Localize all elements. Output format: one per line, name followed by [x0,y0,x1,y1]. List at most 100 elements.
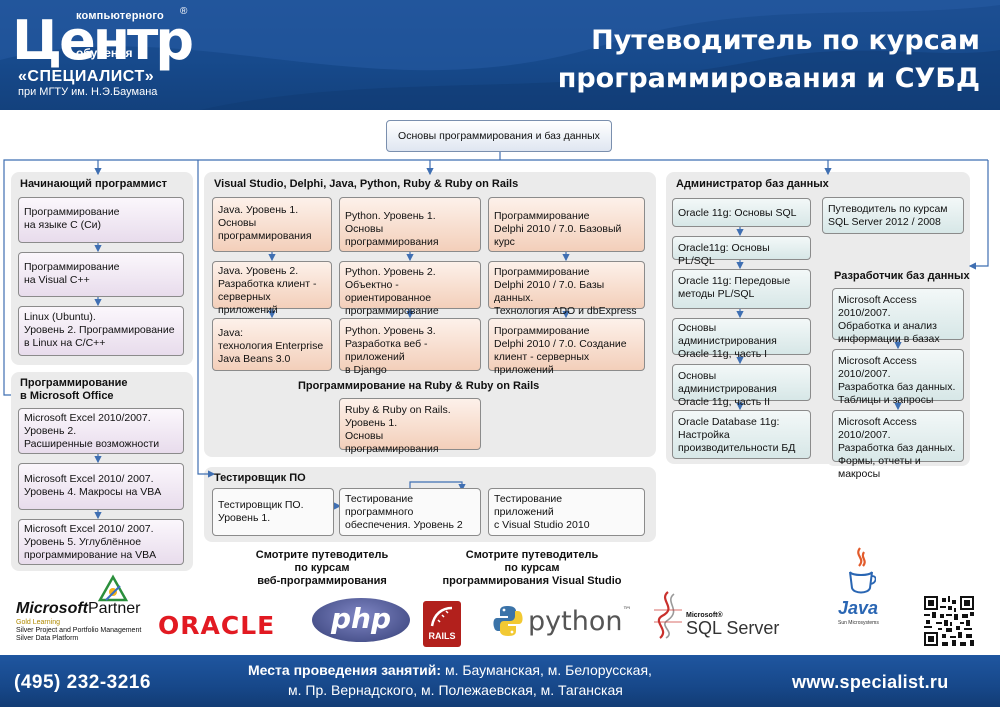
logo-mid-text: обучения [76,46,133,60]
website-link[interactable]: www.specialist.ru [792,672,949,692]
course-excel-level4[interactable]: Microsoft Excel 2010/ 2007. Уровень 4. М… [18,463,184,510]
qr-code-icon[interactable] [924,596,974,646]
course-access-tables-queries[interactable]: Microsoft Access 2010/2007. Разработка б… [832,349,964,406]
course-line: Программирование [494,210,590,222]
ref-line: Смотрите путеводитель [465,549,599,561]
course-line: Уровень 2. [24,425,77,437]
logo-subtitle: при МГТУ им. Н.Э.Баумана [18,86,158,98]
web-guide-link[interactable]: Смотрите путеводитель по курсам веб-прог… [234,549,410,588]
course-line: Тестирование [345,493,414,505]
oracle-logo: ORACLE [158,611,276,640]
course-line: методы PL/SQL [678,288,755,300]
course-line: Разработка баз данных. [838,442,956,454]
languages-title: Visual Studio, Delphi, Java, Python, Rub… [214,178,519,190]
specialist-logo[interactable]: Центр компьютерного обучения ® «СПЕЦИАЛИ… [12,6,212,106]
course-oracle-tuning[interactable]: Oracle Database 11g: Настройка производи… [672,410,811,459]
venues-list-1: м. Бауманская, м. Белорусская, [441,662,652,678]
course-ruby-level1[interactable]: Ruby & Ruby on Rails. Уровень 1. Основы … [339,398,481,455]
course-oracle-admin-2[interactable]: Основы администрирования Oracle 11g, час… [672,364,811,408]
course-c-language[interactable]: Программирование на языке С (Си) [18,197,184,243]
course-line: Microsoft Access 2010/2007. [838,355,917,380]
sql-server-ms-label: Microsoft® [686,612,723,619]
course-line: на Visual C++ [24,274,90,286]
course-line: производительности БД [678,442,796,454]
venues-line-1: Места проведения занятий: м. Бауманская,… [248,662,652,678]
course-oracle-admin-1[interactable]: Основы администрирования Oracle 11g, час… [672,318,811,360]
course-visual-cpp[interactable]: Программирование на Visual C++ [18,252,184,297]
course-line: Ruby & Ruby on Rails. [345,404,451,416]
python-word: python [528,606,623,637]
course-line: Oracle 11g: Основы SQL [678,207,797,219]
course-oracle-advanced-plsql[interactable]: Oracle 11g: Передовые методы PL/SQL [672,269,811,309]
course-line: серверных приложений [218,291,278,316]
ms-partner: Partner [88,600,141,617]
course-line: Delphi 2010 / 7.0. Базы данных. [494,279,605,304]
course-line: Разработка веб - приложений [345,338,428,363]
partner-network-icon [97,574,129,602]
course-java-level1[interactable]: Java. Уровень 1. Основы программирования [212,197,332,252]
course-line: Настройка [678,429,730,441]
logo-wordmark: Центр [12,9,194,72]
course-java-ejb[interactable]: Java: технология Enterprise Java Beans 3… [212,318,332,371]
office-title: Программирование в Microsoft Office [20,377,128,403]
course-line: Linux (Ubuntu). [24,311,96,323]
course-line: Путеводитель по курсам [828,203,948,215]
title-line-1: Путеводитель по курсам [591,25,980,56]
course-line: Oracle Database 11g: [678,416,780,428]
visual-studio-guide-link[interactable]: Смотрите путеводитель по курсам программ… [424,549,640,588]
beginner-title: Начинающий программист [20,178,167,190]
course-java-level2[interactable]: Java. Уровень 2. Разработка клиент - сер… [212,261,332,316]
course-testing-visual-studio[interactable]: Тестирование приложений с Visual Studio … [488,488,645,536]
sql-server-logo: SQL Server [686,618,780,638]
tester-title: Тестировщик ПО [214,472,306,484]
venues-line-2: м. Пр. Вернадского, м. Полежаевская, м. … [288,682,623,698]
course-delphi-databases[interactable]: Программирование Delphi 2010 / 7.0. Базы… [488,261,645,317]
course-line: программирования [218,230,312,242]
course-excel-level2[interactable]: Microsoft Excel 2010/2007. Уровень 2. Ра… [18,408,184,454]
course-delphi-client-server[interactable]: Программирование Delphi 2010 / 7.0. Созд… [488,318,645,376]
header-swirl-decoration [0,0,1000,110]
venues-label: Места проведения занятий: [248,662,442,678]
course-python-level1[interactable]: Python. Уровень 1. Основы программирован… [339,197,481,252]
course-line: Delphi 2010 / 7.0. Создание [494,338,627,350]
course-access-analysis[interactable]: Microsoft Access 2010/2007. Обработка и … [832,288,964,358]
course-line: Основы программирования [345,430,439,455]
course-line: Microsoft Excel 2010/ 2007. [24,523,154,535]
php-logo: php [312,598,410,642]
course-line: Oracle 11g, часть I [678,348,768,360]
course-line: Python. Уровень 1. [345,210,436,222]
header-banner: Центр компьютерного обучения ® «СПЕЦИАЛИ… [0,0,1000,110]
course-line: Python. Уровень 2. [345,266,436,278]
rails-rail-icon [430,606,453,627]
course-excel-level5[interactable]: Microsoft Excel 2010/ 2007. Уровень 5. У… [18,519,184,565]
course-line: Oracle11g: Основы PL/SQL [678,242,770,267]
course-line: Уровень 1. [345,417,398,429]
ref-line: программирования Visual Studio [442,575,622,587]
course-delphi-basic[interactable]: Программирование Delphi 2010 / 7.0. Базо… [488,197,645,252]
course-testing-level2[interactable]: Тестирование программного обеспечения. У… [339,488,481,536]
course-line: Microsoft Access 2010/2007. [838,294,917,319]
sql-server-guide-link[interactable]: Путеводитель по курсам SQL Server 2012 /… [822,197,964,234]
java-cup-icon [849,547,876,594]
course-linux-ubuntu[interactable]: Linux (Ubuntu). Уровень 2. Программирова… [18,306,184,356]
course-python-level2[interactable]: Python. Уровень 2. Объектно - ориентиров… [339,261,481,317]
course-line: программирование [345,305,439,317]
java-sub-label: Sun Microsystems [838,620,879,626]
logo-name: «СПЕЦИАЛИСТ» [18,68,155,85]
course-line: Oracle 11g, часть II [678,396,771,408]
course-line: Основы [218,217,257,229]
course-line: Уровень 5. Углублённое [24,536,142,548]
ms-brand: Microsoft [16,600,88,617]
course-oracle-sql[interactable]: Oracle 11g: Основы SQL [672,198,811,227]
phone-number[interactable]: (495) 232-3216 [14,672,151,693]
course-oracle-plsql[interactable]: Oracle11g: Основы PL/SQL [672,236,811,267]
course-access-forms-reports[interactable]: Microsoft Access 2010/2007. Разработка б… [832,410,964,480]
office-title-line: Программирование [20,377,128,389]
ms-competency: Silver Data Platform [16,635,79,642]
course-line: Microsoft Excel 2010/2007. [24,412,151,424]
course-root[interactable]: Основы программирования и баз данных [386,120,612,152]
course-line: на языке С (Си) [24,219,102,231]
course-tester-level1[interactable]: Тестировщик ПО. Уровень 1. [212,488,334,536]
title-line-2: программирования и СУБД [557,63,980,94]
course-python-level3[interactable]: Python. Уровень 3. Разработка веб - прил… [339,318,481,376]
